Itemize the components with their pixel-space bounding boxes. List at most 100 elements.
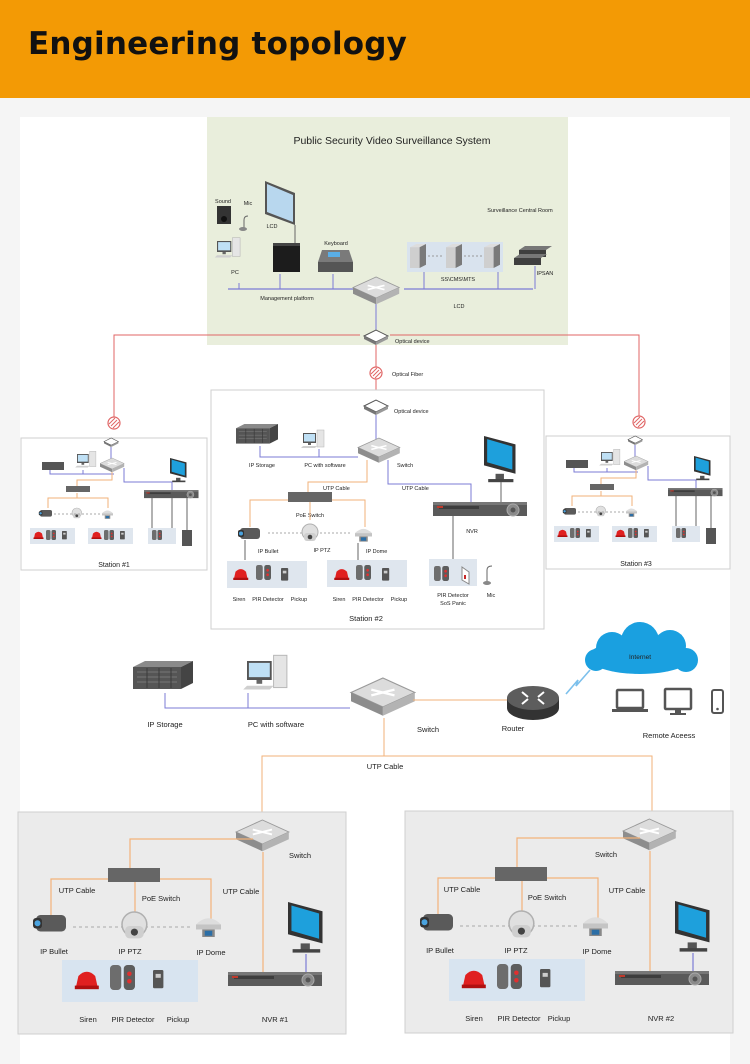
laptop-icon <box>612 688 648 712</box>
station-2-pir-a-label: PIR Detector <box>252 597 284 603</box>
page-header: Engineering topology <box>0 0 750 98</box>
nvr-site-1-pickup-label: Pickup <box>167 1015 190 1024</box>
station-2-pir-b-label: PIR Detector <box>352 597 384 603</box>
nvr-site-1-devices <box>18 812 346 1034</box>
ipsan-icon <box>514 246 552 265</box>
optical-fiber-label: Optical Fiber <box>392 372 423 378</box>
decoder-box-icon <box>273 243 300 272</box>
optical-fiber-icon <box>369 366 383 380</box>
nvr-site-1-ip-ptz-label: IP PTZ <box>118 947 142 956</box>
router-label: Router <box>502 724 525 733</box>
central-room: Public Security Video Surveillance Syste… <box>207 117 568 345</box>
lower-utp-label: UTP Cable <box>367 762 404 771</box>
station-2-nvr-label: NVR <box>466 529 478 535</box>
bus-drops <box>238 266 536 289</box>
server-icon <box>410 244 426 268</box>
nvr-site-1-nvr-label: NVR #1 <box>262 1015 288 1024</box>
router-icon <box>507 686 559 720</box>
station-1-frame <box>20 437 208 571</box>
internet-label: Internet <box>629 654 651 661</box>
station-2-nvr-icon <box>432 501 528 517</box>
station-1: Station #1 <box>20 437 208 571</box>
wireless-link-icon <box>565 669 591 695</box>
station-2-pickup-b-label: Pickup <box>391 597 408 603</box>
nvr-site-2-switch-label: Switch <box>595 850 617 859</box>
lower-network: IP Storage PC with software Switch Route… <box>132 622 724 818</box>
nvr-site-2-pir-label: PIR Detector <box>498 1014 541 1023</box>
nvr-site-1-ip-bullet-label: IP Bullet <box>40 947 69 956</box>
lcd-wall-icon <box>265 181 296 244</box>
pickup-icon <box>382 568 390 581</box>
station-2-optical-device-label: Optical device <box>394 409 429 415</box>
station-2-ip-dome-label: IP Dome <box>366 549 387 555</box>
servers-label: SS\CMS\MTS <box>441 277 476 283</box>
station-2-poe-switch-icon <box>288 492 332 502</box>
lower-switch-label: Switch <box>417 725 439 734</box>
lower-switch-icon <box>349 676 416 717</box>
keyboard-icon <box>318 250 353 272</box>
station-2-sos-panic-label: SoS Panic <box>440 601 466 607</box>
nvr-site-1-poe-switch-label: PoE Switch <box>142 894 180 903</box>
nvr-site-1-utp-right-label: UTP Cable <box>223 887 260 896</box>
station-3-title: Station #3 <box>620 561 652 568</box>
desktop-monitor-icon <box>663 687 693 715</box>
station-2-siren-b-label: Siren <box>333 597 346 603</box>
keyboard-label: Keyboard <box>324 241 348 247</box>
server-icon <box>484 244 500 268</box>
station-2-mic-icon <box>483 565 493 585</box>
station-2-utp-left-label: UTP Cable <box>323 486 350 492</box>
station-2-pir-panic-label: PIR Detector <box>437 593 469 599</box>
nvr-site-2-ip-bullet-label: IP Bullet <box>426 946 455 955</box>
central-room-title: Public Security Video Surveillance Syste… <box>293 135 490 147</box>
station-2-siren-a-label: Siren <box>233 597 246 603</box>
fiber-mark-station3-icon <box>632 415 646 429</box>
nvr-site-2-ip-ptz-label: IP PTZ <box>504 946 528 955</box>
mic-label: Mic <box>244 201 253 207</box>
station-2-ip-ptz-label: IP PTZ <box>313 548 331 554</box>
pc-label: PC <box>231 270 239 276</box>
station-3-frame <box>545 435 731 570</box>
station-2-title: Station #2 <box>349 614 383 623</box>
smartphone-icon <box>711 689 724 714</box>
station-2-mic-label: Mic <box>487 593 496 599</box>
mic-icon <box>239 215 249 231</box>
station-1-title: Station #1 <box>98 562 130 569</box>
fiber-mark-station1-icon <box>107 416 121 430</box>
ipsan-label: IPSAN <box>537 271 554 277</box>
lower-ip-storage-label: IP Storage <box>147 720 182 729</box>
nvr-site-2-ip-dome-label: IP Dome <box>582 947 611 956</box>
nvr-site-1-switch-label: Switch <box>289 851 311 860</box>
station-2-switch-label: Switch <box>397 463 413 469</box>
nvr-site-2-utp-right-label: UTP Cable <box>609 886 646 895</box>
central-room-label: Surveillance Central Room <box>487 208 553 214</box>
lower-pc-icon <box>242 654 288 690</box>
lower-ip-storage-icon <box>132 660 194 690</box>
nvr-site-2-pickup-label: Pickup <box>548 1014 571 1023</box>
pickup-icon <box>281 568 289 581</box>
station-2-ip-bullet-icon <box>238 528 260 539</box>
station-2-pickup-a-label: Pickup <box>291 597 308 603</box>
sound-label: Sound <box>215 199 231 205</box>
lcd-bottom-label: LCD <box>453 304 464 310</box>
station-2-ip-storage-label: IP Storage <box>249 463 275 469</box>
management-platform-label: Management platform <box>260 296 314 302</box>
station-3: Station #3 <box>545 435 731 570</box>
station-2-pc-label: PC with software <box>304 463 345 469</box>
station-2-ip-ptz-icon <box>301 523 319 542</box>
utp-distribution-line <box>261 718 653 818</box>
optical-device-label: Optical device <box>395 339 430 345</box>
nvr-site-2-poe-switch-label: PoE Switch <box>528 893 566 902</box>
nvr-site-2: Switch UTP Cable UTP Cable PoE Switch IP… <box>405 811 733 1033</box>
nvr-site-2-devices <box>405 811 733 1033</box>
nvr-site-1: Switch UTP Cable UTP Cable PoE Switch IP… <box>18 812 346 1034</box>
station-2-utp-right-label: UTP Cable <box>402 486 429 492</box>
nvr-site-2-nvr-label: NVR #2 <box>648 1014 674 1023</box>
nvr-site-1-pir-label: PIR Detector <box>112 1015 155 1024</box>
remote-access-label: Remote Aceess <box>643 731 696 740</box>
nvr-site-2-siren-label: Siren <box>465 1014 483 1023</box>
nvr-site-1-siren-label: Siren <box>79 1015 97 1024</box>
page-title: Engineering topology <box>28 26 408 62</box>
nvr-site-1-utp-left-label: UTP Cable <box>59 886 96 895</box>
sound-speaker-icon <box>217 206 231 224</box>
